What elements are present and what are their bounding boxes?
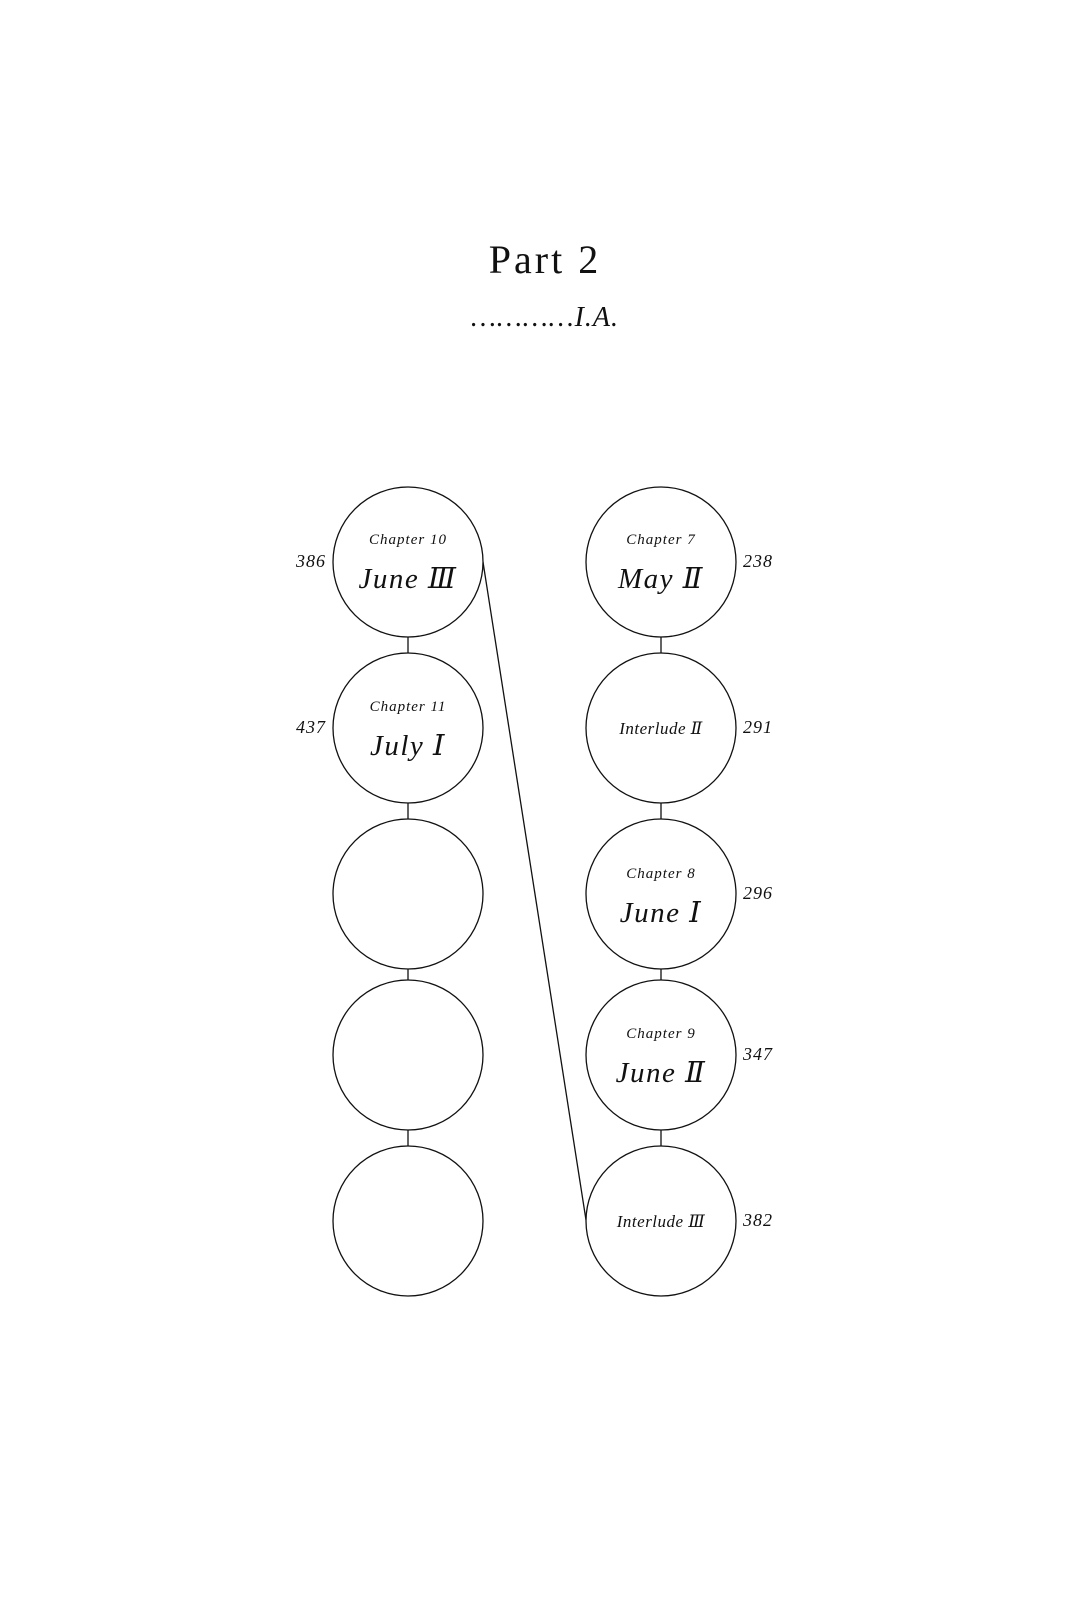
- node-name-label: Interlude Ⅲ: [616, 1212, 706, 1231]
- right-node-5: Interlude Ⅲ 382: [585, 1145, 773, 1297]
- node-circle: [332, 818, 484, 970]
- left-node-5: [332, 1145, 484, 1297]
- page-number: 296: [743, 883, 773, 903]
- node-name-label: May Ⅱ: [617, 563, 704, 595]
- node-circle: [585, 979, 737, 1131]
- node-name-label: July Ⅰ: [370, 730, 446, 762]
- node-circle: [585, 1145, 737, 1297]
- node-circle: [585, 818, 737, 970]
- node-circle: [332, 1145, 484, 1297]
- node-chapter-label: Chapter 11: [370, 699, 447, 715]
- node-name-label: Interlude Ⅱ: [618, 719, 703, 738]
- page-number: 238: [743, 551, 773, 571]
- node-chapter-label: Chapter 7: [626, 532, 696, 548]
- node-name-label: June Ⅲ: [359, 563, 458, 595]
- right-node-2: Interlude Ⅱ 291: [585, 652, 773, 804]
- page-number: 437: [296, 717, 326, 737]
- node-name-label: June Ⅰ: [620, 897, 702, 929]
- page-number: 347: [742, 1044, 773, 1064]
- left-node-3: [332, 818, 484, 970]
- left-node-2: Chapter 11 July Ⅰ 437: [296, 652, 484, 804]
- page-number: 386: [295, 551, 326, 571]
- left-node-4: [332, 979, 484, 1131]
- page-subtitle: …………I.A.: [470, 302, 619, 333]
- page-number: 382: [742, 1210, 773, 1230]
- page-number: 291: [743, 717, 773, 737]
- node-circle: [585, 652, 737, 804]
- left-node-1: Chapter 10 June Ⅲ 386: [295, 486, 484, 638]
- right-node-4: Chapter 9 June Ⅱ 347: [585, 979, 773, 1131]
- node-circle: [585, 486, 737, 638]
- page-title: Part 2: [488, 237, 602, 282]
- diagonal-link: [482, 561, 587, 1221]
- node-chapter-label: Chapter 10: [369, 532, 447, 548]
- right-node-3: Chapter 8 June Ⅰ 296: [585, 818, 773, 970]
- node-chapter-label: Chapter 8: [626, 866, 695, 882]
- node-circle: [332, 486, 484, 638]
- node-chapter-label: Chapter 9: [626, 1026, 695, 1042]
- node-name-label: June Ⅱ: [616, 1057, 707, 1089]
- node-circle: [332, 652, 484, 804]
- right-node-1: Chapter 7 May Ⅱ 238: [585, 486, 773, 638]
- node-circle: [332, 979, 484, 1131]
